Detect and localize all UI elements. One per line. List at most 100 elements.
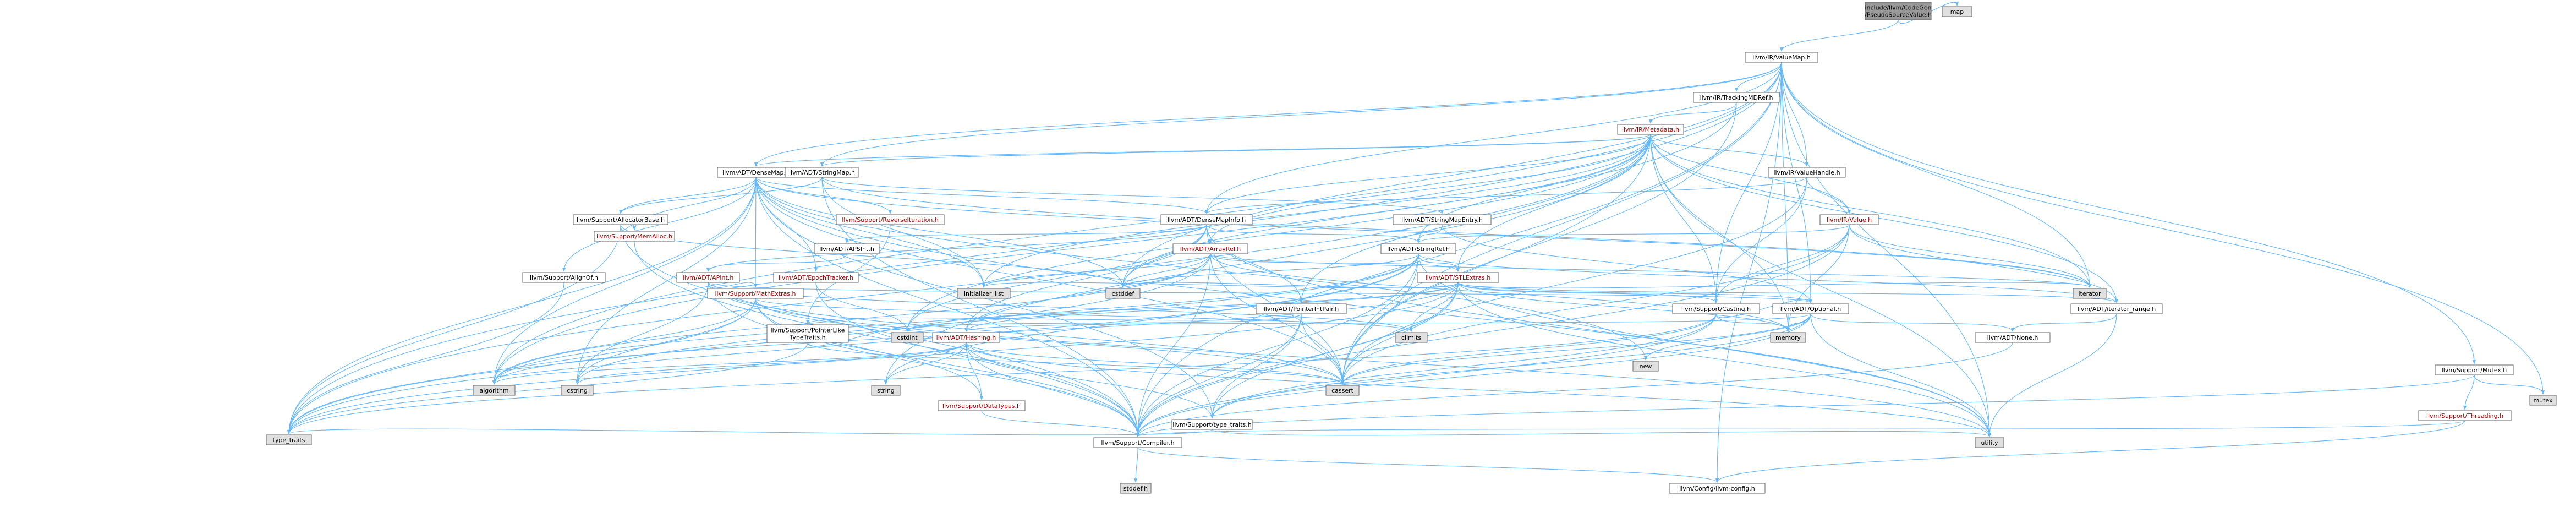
node-densemap[interactable]: llvm/ADT/DenseMap.h bbox=[717, 167, 795, 178]
edge-mutex_h-to-mutex bbox=[2474, 374, 2545, 395]
node-root-label: include/llvm/CodeGen bbox=[1865, 4, 1931, 12]
edge-stringref-to-cassert bbox=[1340, 253, 1419, 385]
edge-densemap-to-new bbox=[755, 177, 1648, 361]
node-threading[interactable]: llvm/Support/Threading.h bbox=[2418, 410, 2512, 421]
edge-densemapinfo-to-stringref bbox=[1206, 224, 1420, 243]
edge-apint-to-mathextras bbox=[708, 282, 758, 288]
edge-stringref-to-stlextras bbox=[1418, 253, 1460, 272]
node-stlextras[interactable]: llvm/ADT/STLExtras.h bbox=[1417, 272, 1499, 283]
edge-optional-to-memory bbox=[1786, 313, 1811, 332]
edge-valuemap-to-utility bbox=[1781, 62, 1992, 437]
node-casting[interactable]: llvm/Support/Casting.h bbox=[1672, 303, 1760, 314]
edge-valuemap-to-valuehandle bbox=[1781, 62, 1809, 167]
node-mutex_h[interactable]: llvm/Support/Mutex.h bbox=[2435, 364, 2514, 375]
edge-hashing-to-datatypes bbox=[966, 342, 984, 400]
node-supporttypetraits[interactable]: llvm/Support/type_traits.h bbox=[1171, 419, 1253, 430]
edge-metadata-to-irvalue bbox=[1650, 134, 1851, 214]
node-alignof[interactable]: llvm/Support/AlignOf.h bbox=[522, 272, 606, 283]
node-valuemap[interactable]: llvm/IR/ValueMap.h bbox=[1745, 52, 1818, 63]
node-memalloc[interactable]: llvm/Support/MemAlloc.h bbox=[594, 231, 675, 242]
edge-casting-to-compiler bbox=[1136, 313, 1717, 437]
node-reverseiteration[interactable]: llvm/Support/ReverseIteration.h bbox=[836, 214, 945, 225]
node-stringmapentry[interactable]: llvm/ADT/StringMapEntry.h bbox=[1393, 214, 1492, 225]
node-casting-box bbox=[1672, 303, 1760, 314]
node-root[interactable]: include/llvm/CodeGen/PseudoSourceValue.h bbox=[1865, 2, 1932, 20]
node-arrayref[interactable]: llvm/ADT/ArrayRef.h bbox=[1172, 243, 1248, 254]
node-allocatorbase[interactable]: llvm/Support/AllocatorBase.h bbox=[573, 214, 668, 225]
edge-valuemap-to-stringmap bbox=[820, 62, 1782, 167]
edge-stlextras-to-initializer_list bbox=[982, 282, 1459, 288]
edge-layer bbox=[287, 2, 2545, 483]
node-new-box bbox=[1632, 361, 1659, 372]
node-mathextras-label: llvm/Support/MathExtras.h bbox=[715, 290, 796, 297]
edge-valuemap-to-compiler bbox=[1136, 62, 1782, 437]
node-optional[interactable]: llvm/ADT/Optional.h bbox=[1772, 303, 1849, 314]
edge-stringref-to-type_traits bbox=[287, 253, 1419, 434]
edge-stringref-to-string bbox=[884, 253, 1419, 385]
edge-stringmap-to-iterator bbox=[821, 177, 2091, 288]
edge-metadata-to-cstdint bbox=[905, 134, 1651, 332]
edge-trackingmdref-to-metadata bbox=[1648, 102, 1737, 124]
node-adtnone[interactable]: llvm/ADT/None.h bbox=[1975, 332, 2051, 343]
edge-stlextras-to-optional bbox=[1457, 282, 1812, 303]
edge-optional-to-hashing bbox=[964, 313, 1811, 332]
edge-mutex_h-to-compiler bbox=[1136, 374, 2475, 437]
node-string-box bbox=[871, 385, 901, 396]
node-cstring: cstring bbox=[561, 385, 594, 396]
node-mathextras-box bbox=[707, 288, 804, 299]
node-densemapinfo[interactable]: llvm/ADT/DenseMapInfo.h bbox=[1160, 214, 1253, 225]
edge-valuemap-to-iterator bbox=[1781, 62, 2092, 288]
node-pointerintpair[interactable]: llvm/ADT/PointerIntPair.h bbox=[1256, 303, 1347, 314]
edge-allocatorbase-to-compiler bbox=[620, 224, 1140, 437]
node-alignof-box bbox=[522, 272, 606, 283]
node-hashing[interactable]: llvm/ADT/Hashing.h bbox=[932, 332, 1000, 343]
edge-iterator_range-to-utility bbox=[1987, 313, 2117, 437]
edge-supporttypetraits-to-type_traits bbox=[287, 428, 1213, 435]
node-new: new bbox=[1632, 361, 1659, 372]
edge-irvalue-to-stringref bbox=[1417, 224, 1850, 243]
node-alignof-label: llvm/Support/AlignOf.h bbox=[530, 274, 598, 281]
edge-casting-to-supporttypetraits bbox=[1210, 313, 1717, 419]
node-metadata[interactable]: llvm/IR/Metadata.h bbox=[1617, 124, 1684, 135]
edge-stringref-to-compiler bbox=[1136, 253, 1419, 437]
node-stringmap[interactable]: llvm/ADT/StringMap.h bbox=[785, 167, 859, 178]
node-initializer_list: initializer_list bbox=[957, 288, 1011, 299]
node-stringref-box bbox=[1380, 243, 1456, 254]
edge-densemap-to-iterator bbox=[755, 177, 2091, 288]
node-valuehandle[interactable]: llvm/IR/ValueHandle.h bbox=[1768, 167, 1846, 178]
edge-stringref-to-algorithm bbox=[492, 253, 1419, 385]
edge-root-to-valuemap bbox=[1779, 19, 1899, 52]
node-allocatorbase-box bbox=[573, 214, 668, 225]
node-iterator_range[interactable]: llvm/ADT/iterator_range.h bbox=[2070, 303, 2163, 314]
edge-stlextras-to-memory bbox=[1457, 282, 1790, 332]
node-valuemap-box bbox=[1745, 52, 1818, 63]
node-datatypes[interactable]: llvm/Support/DataTypes.h bbox=[938, 400, 1026, 411]
node-ptrliketypetraits-label: TypeTraits.h bbox=[789, 334, 825, 341]
node-compiler-box bbox=[1093, 437, 1182, 448]
edge-metadata-to-casting bbox=[1650, 134, 1718, 303]
edge-valuemap-to-densemap bbox=[754, 62, 1782, 167]
edge-apsint-to-apint bbox=[706, 253, 847, 272]
node-irvalue[interactable]: llvm/IR/Value.h bbox=[1819, 214, 1879, 225]
node-apint[interactable]: llvm/ADT/APInt.h bbox=[676, 272, 740, 283]
node-mathextras[interactable]: llvm/Support/MathExtras.h bbox=[707, 288, 804, 299]
node-llvmconfig[interactable]: llvm/Config/llvm-config.h bbox=[1669, 483, 1766, 494]
node-trackingmdref-label: llvm/IR/TrackingMDRef.h bbox=[1700, 94, 1773, 101]
node-iterator-label: iterator bbox=[2079, 290, 2101, 297]
node-compiler[interactable]: llvm/Support/Compiler.h bbox=[1093, 437, 1182, 448]
node-epochtracker[interactable]: llvm/ADT/EpochTracker.h bbox=[773, 272, 859, 283]
edge-stringref-to-cstring bbox=[576, 253, 1419, 385]
node-apsint[interactable]: llvm/ADT/APSInt.h bbox=[814, 243, 880, 254]
node-algorithm-box bbox=[473, 385, 516, 396]
node-initializer_list-box bbox=[957, 288, 1011, 299]
node-densemapinfo-box bbox=[1160, 214, 1253, 225]
node-cstdint: cstdint bbox=[891, 332, 924, 343]
node-reverseiteration-box bbox=[836, 214, 945, 225]
node-climits-box bbox=[1395, 332, 1428, 343]
node-trackingmdref[interactable]: llvm/IR/TrackingMDRef.h bbox=[1693, 92, 1780, 103]
edge-valuemap-to-cstddef bbox=[1121, 62, 1782, 288]
node-stringref[interactable]: llvm/ADT/StringRef.h bbox=[1380, 243, 1456, 254]
edge-valuehandle-to-casting bbox=[1714, 177, 1807, 303]
node-map: map bbox=[1942, 6, 1972, 17]
